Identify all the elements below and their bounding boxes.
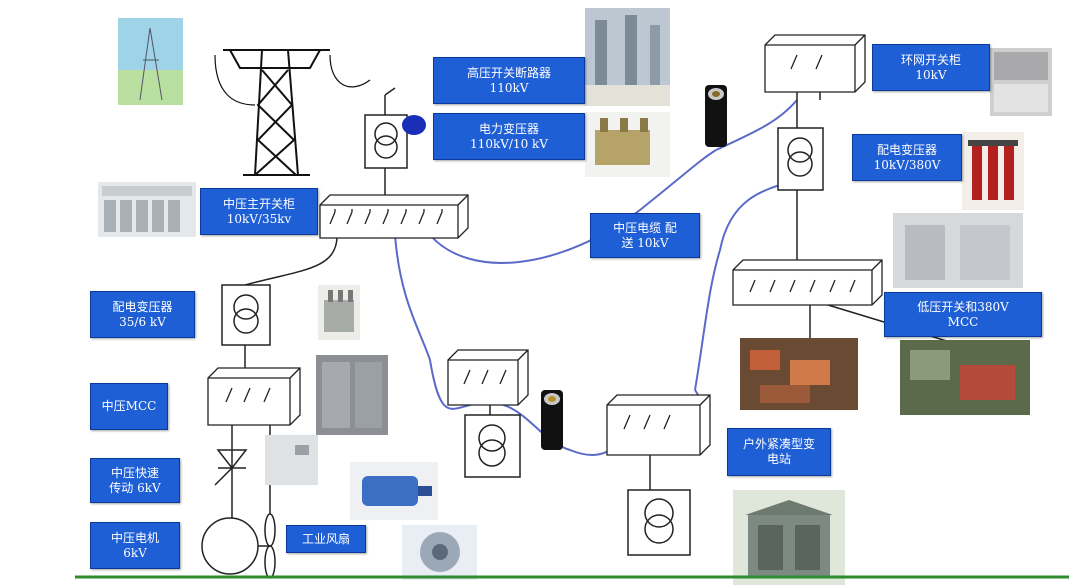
- cable-icon-lower: [541, 390, 563, 450]
- label-ring-switch: 环网开关柜 10kV: [872, 44, 990, 91]
- mv-switchgear-photo: [98, 182, 196, 237]
- label-mv-fast-drive: 中压快速 传动 6kV: [90, 458, 180, 503]
- label-power-transformer-value: 110kV/10 kV: [470, 136, 548, 151]
- label-dist-transformer-right-value: 10kV/380V: [873, 157, 941, 172]
- label-mv-main-switchgear-title: 中压主开关柜: [222, 196, 295, 211]
- label-hv-breaker-title: 高压开关断路器: [466, 65, 551, 80]
- label-dist-transformer-right-title: 配电变压器: [876, 142, 937, 157]
- label-mv-mcc: 中压MCC: [90, 383, 168, 430]
- label-outdoor-substation: 户外紧凑型变 电站: [727, 428, 831, 476]
- label-hv-breaker-value: 110kV: [489, 80, 529, 95]
- ring-main-switchgear-icon: [764, 34, 866, 93]
- motor-photo: [350, 462, 438, 520]
- label-mv-fast-drive-title: 中压快速: [110, 465, 159, 480]
- label-mv-cable: 中压电缆 配 送 10kV: [590, 213, 700, 258]
- label-hv-breaker: 高压开关断路器 110kV: [433, 57, 585, 104]
- dist-transformer-photo: [962, 132, 1024, 210]
- mv-mcc-switchgear-icon: [207, 367, 301, 426]
- cable-icon: [705, 85, 727, 147]
- factory-photo: [740, 338, 858, 410]
- middle-switchgear-icon: [447, 349, 529, 406]
- label-outdoor-substation-value: 电站: [766, 452, 791, 466]
- plant-photo: [900, 340, 1030, 415]
- label-mv-main-switchgear-value: 10kV/35kv: [226, 211, 292, 226]
- label-dist-transformer-left-value: 35/6 kV: [119, 314, 166, 329]
- label-lv-switch-mcc: 低压开关和380V MCC: [884, 292, 1042, 337]
- kiosk-switchgear-icon: [606, 394, 711, 456]
- lv-switchgear-icon: [732, 259, 883, 306]
- label-mv-cable-value: 送 10kV: [621, 235, 669, 250]
- label-mv-motor-value: 6kV: [123, 545, 147, 560]
- label-mv-fast-drive-value: 传动 6kV: [109, 480, 161, 495]
- kiosk-transformer-icon: [627, 489, 691, 556]
- transmission-tower-icon: [214, 49, 371, 176]
- right-transformer-icon: [777, 127, 824, 191]
- label-dist-transformer-right: 配电变压器 10kV/380V: [852, 134, 962, 181]
- pole-transformer-photo: [318, 285, 360, 340]
- thyristor-icon: [214, 449, 248, 486]
- fan-icon: [258, 513, 276, 579]
- mv-main-switchgear-icon: [319, 194, 469, 239]
- label-dist-transformer-left: 配电变压器 35/6 kV: [90, 291, 195, 338]
- label-mv-motor: 中压电机 6kV: [90, 522, 180, 569]
- label-outdoor-substation-title: 户外紧凑型变: [742, 437, 815, 451]
- label-ring-switch-title: 环网开关柜: [900, 52, 961, 67]
- sky-tower-photo: [118, 18, 183, 105]
- outdoor-substation-photo: [733, 490, 845, 585]
- label-ring-switch-value: 10kV: [915, 67, 947, 82]
- power-transformer-photo: [585, 112, 670, 177]
- main-transformer-icon: [364, 114, 426, 169]
- label-mv-main-switchgear: 中压主开关柜 10kV/35kv: [200, 188, 318, 235]
- label-lv-switch-mcc-value: MCC: [947, 314, 979, 329]
- label-industrial-fan-title: 工业风扇: [301, 531, 350, 546]
- ring-switch-photo: [990, 48, 1052, 116]
- label-dist-transformer-left-title: 配电变压器: [112, 299, 173, 314]
- drive-cabinet-photo: [265, 435, 318, 485]
- fan-photo: [402, 525, 477, 580]
- motor-icon: [201, 517, 259, 575]
- label-lv-switch-mcc-title: 低压开关和380V: [917, 299, 1009, 314]
- label-mv-motor-title: 中压电机: [110, 530, 159, 545]
- lv-cabinet-photo: [893, 213, 1023, 288]
- label-mv-cable-title: 中压电缆 配: [613, 220, 677, 235]
- label-industrial-fan: 工业风扇: [286, 525, 366, 553]
- hv-breaker-photo: [585, 8, 670, 106]
- left-transformer-icon: [221, 284, 271, 346]
- mcc-cabinet-photo: [316, 355, 388, 435]
- middle-transformer-icon: [464, 414, 521, 478]
- label-power-transformer-title: 电力变压器: [478, 121, 539, 136]
- label-mv-mcc-title: 中压MCC: [101, 399, 157, 413]
- label-power-transformer: 电力变压器 110kV/10 kV: [433, 113, 585, 160]
